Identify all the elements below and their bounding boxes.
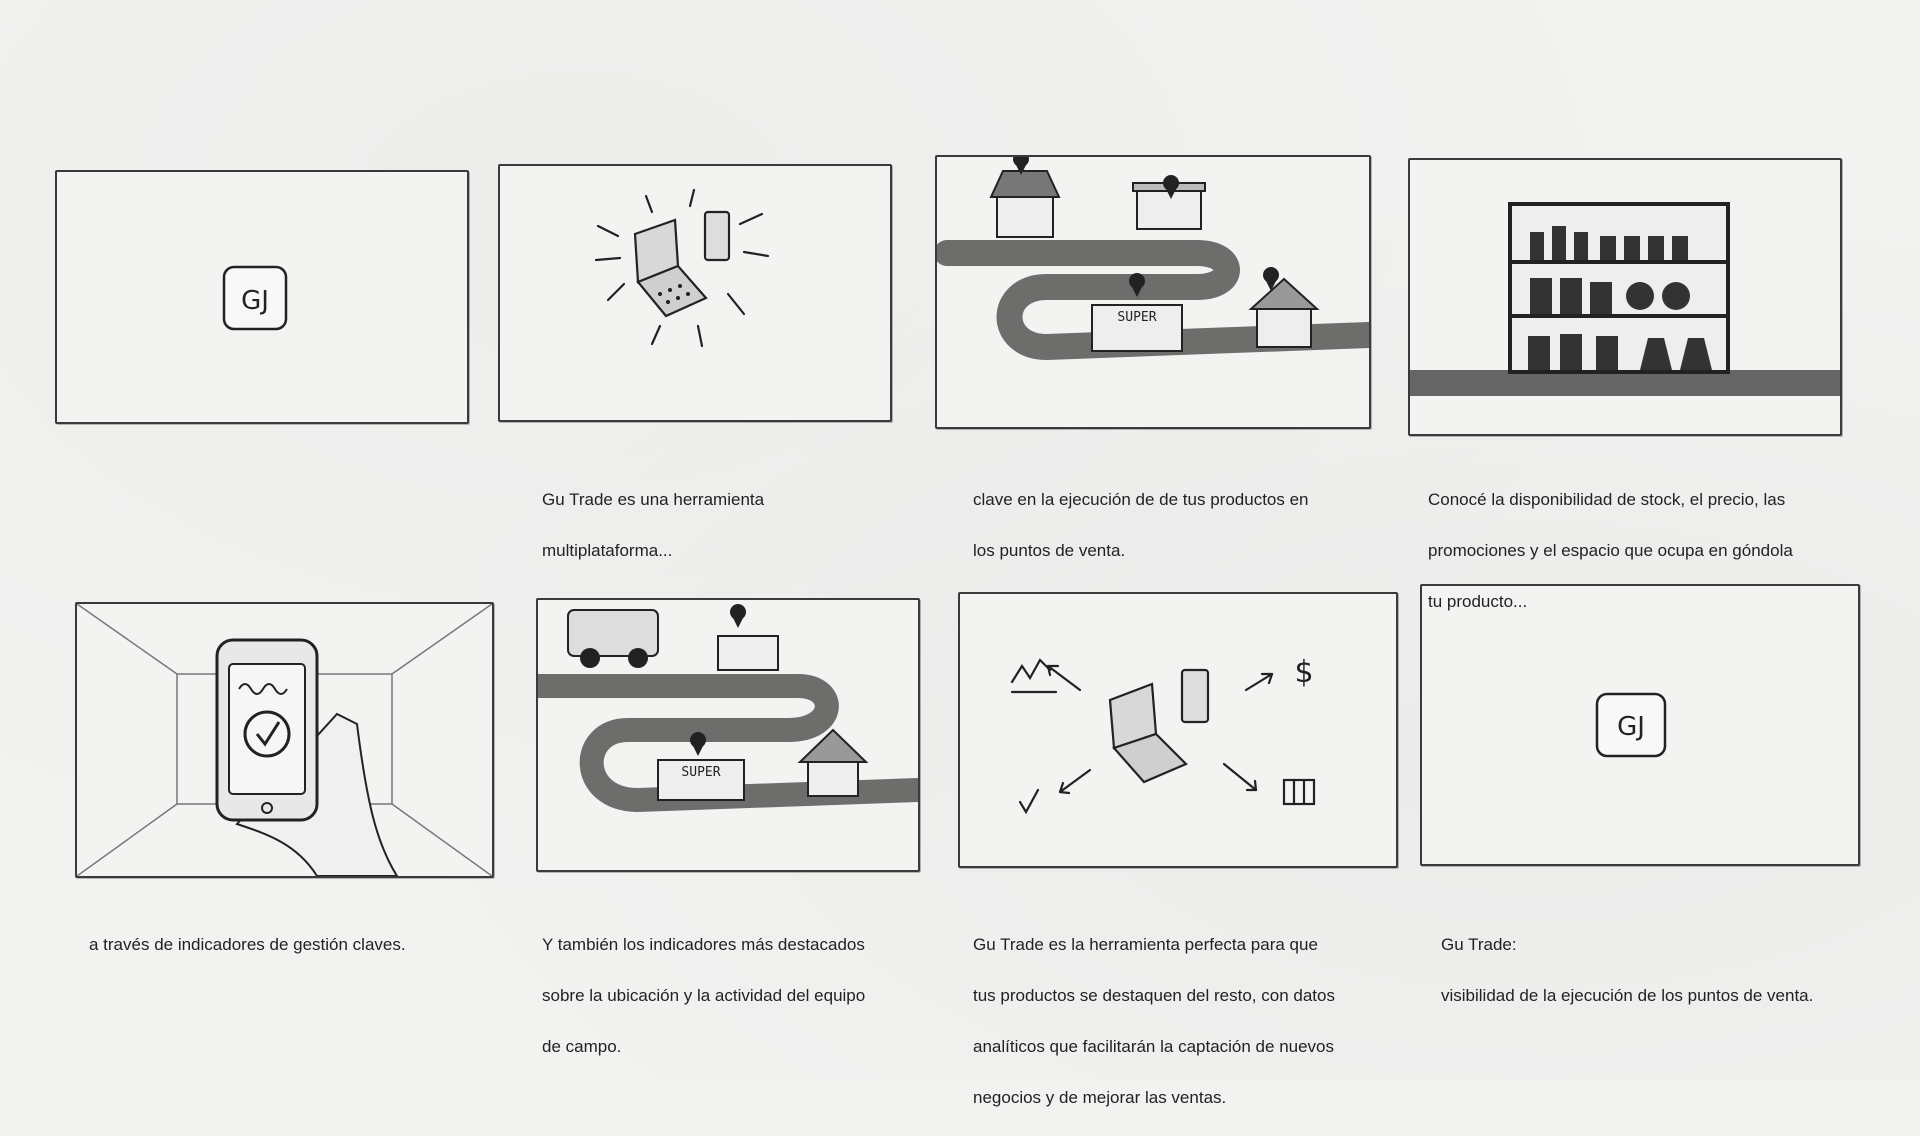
caption-line: promociones y el espacio que ocupa en gó… (1428, 540, 1793, 560)
laptop-phone-sketch (594, 188, 770, 348)
logo-sketch: GJ (1595, 692, 1667, 758)
caption-line: multiplataforma... (542, 540, 673, 560)
panel-3-route: SUPER (935, 155, 1371, 429)
caption-line: sobre la ubicación y la actividad del eq… (542, 985, 866, 1005)
truck-route-sketch: SUPER (538, 604, 918, 813)
panel-5-phone (75, 602, 494, 878)
dollar-symbol: $ (1294, 655, 1313, 690)
super-sign: SUPER (1117, 310, 1156, 325)
caption-line: Y también los indicadores más destacados (542, 934, 865, 954)
caption-panel-8: Gu Trade: visibilidad de la ejecución de… (1441, 906, 1813, 1034)
panel-7-analytics: $ (958, 592, 1398, 868)
caption-line: negocios y de mejorar las ventas. (973, 1087, 1227, 1107)
caption-line: Gu Trade es la herramienta perfecta para… (973, 934, 1318, 954)
phone-in-hand-sketch (77, 604, 492, 876)
panel-8-logo: GJ (1420, 584, 1860, 866)
caption-line: tu producto... (1428, 591, 1528, 611)
panel-2-devices (498, 164, 892, 422)
caption-panel-2: Gu Trade es una herramienta multiplatafo… (542, 461, 764, 589)
logo-text: GJ (241, 286, 269, 316)
shelf-sketch (1410, 202, 1840, 396)
caption-line: de campo. (542, 1036, 622, 1056)
caption-line: visibilidad de la ejecución de los punto… (1441, 985, 1814, 1005)
storyboard: GJ (0, 0, 1920, 1107)
caption-panel-5: a través de indicadores de gestión clave… (89, 906, 406, 983)
caption-line: analíticos que facilitarán la captación … (973, 1036, 1335, 1056)
caption-panel-6: Y también los indicadores más destacados… (542, 906, 865, 1085)
caption-panel-4: Conocé la disponibilidad de stock, el pr… (1428, 461, 1793, 640)
panel-1-logo: GJ (55, 170, 469, 424)
caption-line: Gu Trade es una herramienta (542, 489, 765, 509)
caption-line: tus productos se destaquen del resto, co… (973, 985, 1335, 1005)
caption-panel-3: clave en la ejecución de de tus producto… (973, 461, 1309, 589)
analytics-sketch: $ (1010, 655, 1316, 815)
caption-line: a través de indicadores de gestión clave… (89, 934, 406, 954)
panel-4-shelf (1408, 158, 1842, 436)
route-stores-sketch: SUPER (937, 157, 1369, 361)
panel-6-truck-route: SUPER (536, 598, 920, 872)
caption-line: Conocé la disponibilidad de stock, el pr… (1428, 489, 1786, 509)
logo-text: GJ (1617, 712, 1645, 742)
logo-sketch: GJ (222, 265, 288, 331)
caption-line: Gu Trade: (1441, 934, 1517, 954)
caption-line: los puntos de venta. (973, 540, 1126, 560)
caption-panel-7: Gu Trade es la herramienta perfecta para… (973, 906, 1335, 1136)
caption-line: clave en la ejecución de de tus producto… (973, 489, 1309, 509)
super-sign: SUPER (681, 765, 720, 780)
